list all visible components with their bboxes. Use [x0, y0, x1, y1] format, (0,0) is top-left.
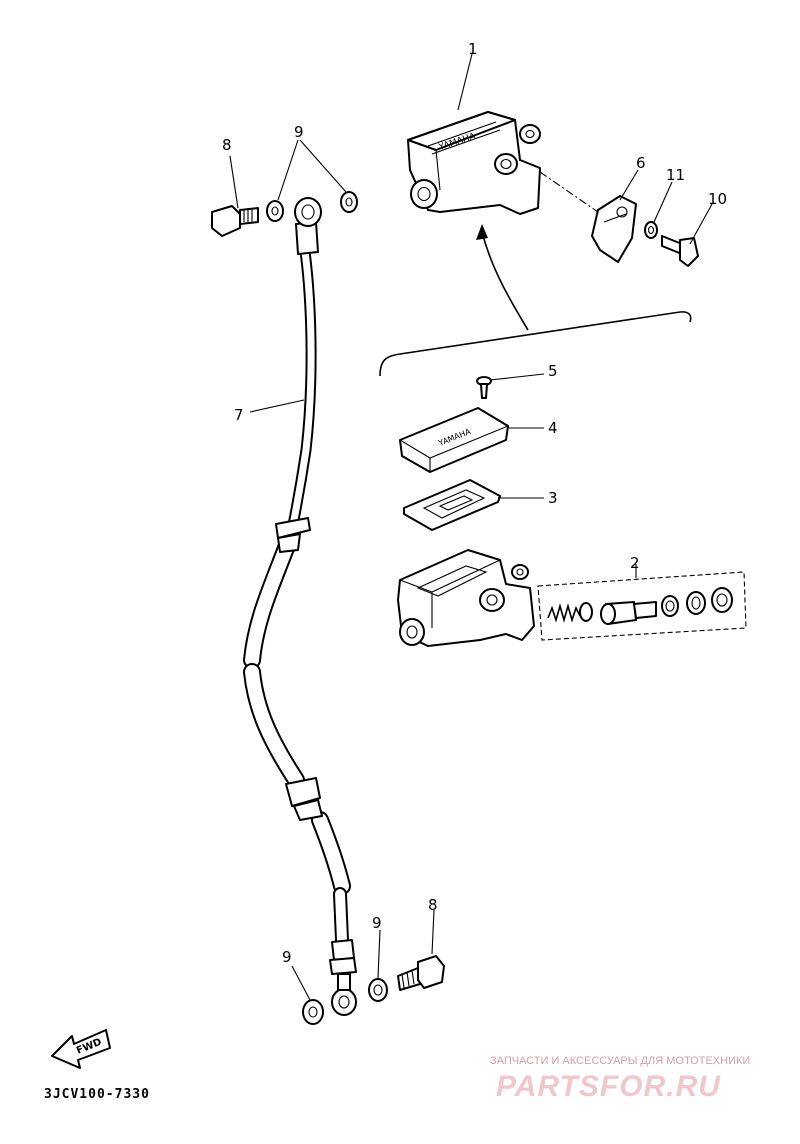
callout-4: 4: [548, 419, 558, 437]
callout-9-top: 9: [294, 123, 304, 141]
diagram-code: 3JCV100-7330: [44, 1087, 150, 1102]
mounting-axis-line: [539, 171, 599, 213]
watermark-tagline: ЗАПЧАСТИ И АКСЕССУАРЫ ДЛЯ МОТОТЕХНИКИ: [490, 1055, 750, 1067]
washer-top-right: [340, 191, 358, 213]
washer-top-left: [266, 200, 284, 222]
watermark: ЗАПЧАСТИ И АКСЕССУАРЫ ДЛЯ МОТОТЕХНИКИ PA…: [490, 1055, 750, 1103]
callout-1: 1: [468, 40, 478, 58]
callout-8-top: 8: [222, 136, 232, 154]
callout-9-bottom-left: 9: [282, 948, 292, 966]
watermark-brand: PARTSFOR.RU: [496, 1070, 721, 1103]
callout-7: 7: [234, 406, 244, 424]
washer-bottom-right: [368, 978, 388, 1002]
assembly-arrow: [476, 224, 529, 331]
washer-bottom-left: [302, 999, 324, 1025]
union-bolt-top: [211, 205, 259, 237]
exploded-group-bracket: [379, 311, 692, 377]
callout-2: 2: [630, 554, 640, 572]
callout-labels: 1 2 3 4 5 6 7 8 8 9 9 9 10 11: [222, 40, 727, 966]
diaphragm-3: [403, 479, 501, 531]
callout-6: 6: [636, 154, 646, 172]
master-cylinder-body: [397, 549, 535, 647]
callout-3: 3: [548, 489, 558, 507]
leader-lines: [229, 53, 713, 1001]
bolt-10: [661, 235, 699, 267]
brake-hose-7: [243, 197, 357, 1016]
handlebar-clamp: [591, 195, 637, 263]
reservoir-cap-4: YAMAHA: [398, 407, 510, 473]
callout-10: 10: [708, 190, 727, 208]
piston-kit-2: [537, 571, 747, 641]
callout-5: 5: [548, 362, 558, 380]
screw-5: [476, 376, 492, 399]
callout-8-bottom: 8: [428, 896, 438, 914]
master-cylinder-assembly: YAMAHA: [407, 111, 541, 215]
callout-11: 11: [666, 166, 685, 184]
washer-11: [644, 221, 658, 239]
callout-9-bottom-right: 9: [372, 914, 382, 932]
union-bolt-bottom: [397, 955, 445, 991]
fwd-arrow-icon: FWD: [51, 1029, 111, 1069]
